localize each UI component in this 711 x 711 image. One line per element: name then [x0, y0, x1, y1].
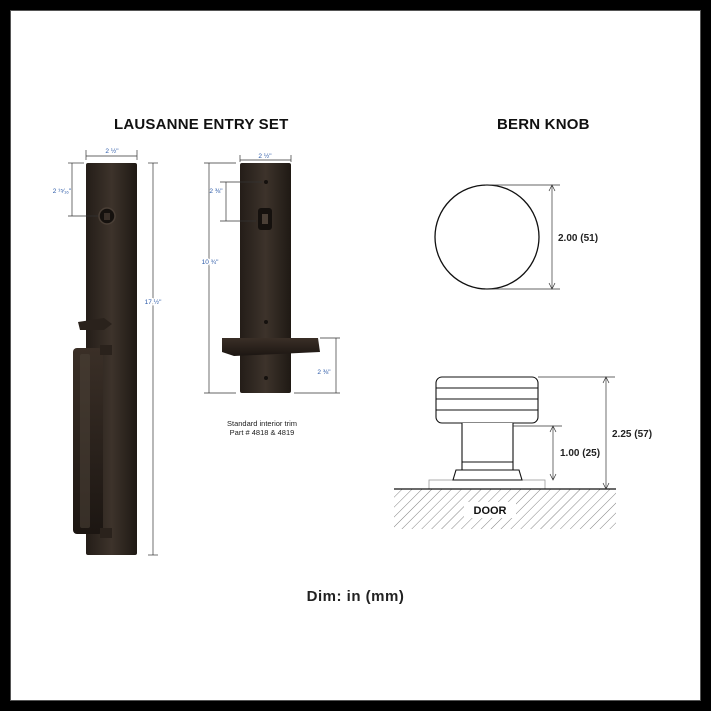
exterior-dims	[68, 150, 158, 556]
knob-face-circle	[434, 184, 540, 290]
interior-caption-line2: Part # 4818 & 4819	[229, 428, 295, 437]
dim-lever-offset: 2 ⅜"	[317, 369, 331, 376]
knob-side-dims	[513, 376, 615, 490]
interior-caption: Standard interior trim Part # 4818 & 481…	[212, 419, 312, 437]
dim-interior-height: 10 ¾"	[202, 259, 219, 266]
thumb-piece	[78, 318, 112, 330]
screw-bottom	[264, 320, 268, 324]
lever-handle	[222, 338, 320, 356]
knob-front-view	[434, 184, 540, 290]
door-label: DOOR	[474, 505, 507, 517]
interior-dims	[204, 155, 340, 394]
dimension-units-note: Dim: in (mm)	[306, 588, 405, 605]
dim-knob-neck: 1.00 (25)	[560, 448, 600, 459]
knob-diameter-dim	[485, 184, 560, 290]
dim-lock-offset: 2 ¹⁵⁄₁₆"	[53, 188, 72, 195]
interior-backplate	[240, 163, 291, 393]
dim-exterior-height: 17 ½"	[145, 298, 162, 306]
bern-title: BERN KNOB	[497, 116, 590, 133]
keyway-icon	[104, 213, 110, 220]
interior-caption-line1: Standard interior trim	[226, 419, 298, 428]
exterior-handleset	[73, 163, 137, 555]
dim-turn-offset: 2 ⅜"	[209, 188, 223, 195]
dim-interior-width: 2 ½"	[258, 152, 272, 160]
dim-knob-diameter: 2.00 (51)	[558, 233, 598, 244]
knob-side-view	[428, 376, 546, 490]
dim-exterior-width: 2 ½"	[105, 147, 119, 155]
screw-top	[264, 180, 268, 184]
door-surface	[394, 488, 616, 529]
interior-trim	[222, 163, 320, 393]
dim-knob-projection: 2.25 (57)	[612, 429, 652, 440]
lausanne-title: LAUSANNE ENTRY SET	[114, 116, 289, 133]
